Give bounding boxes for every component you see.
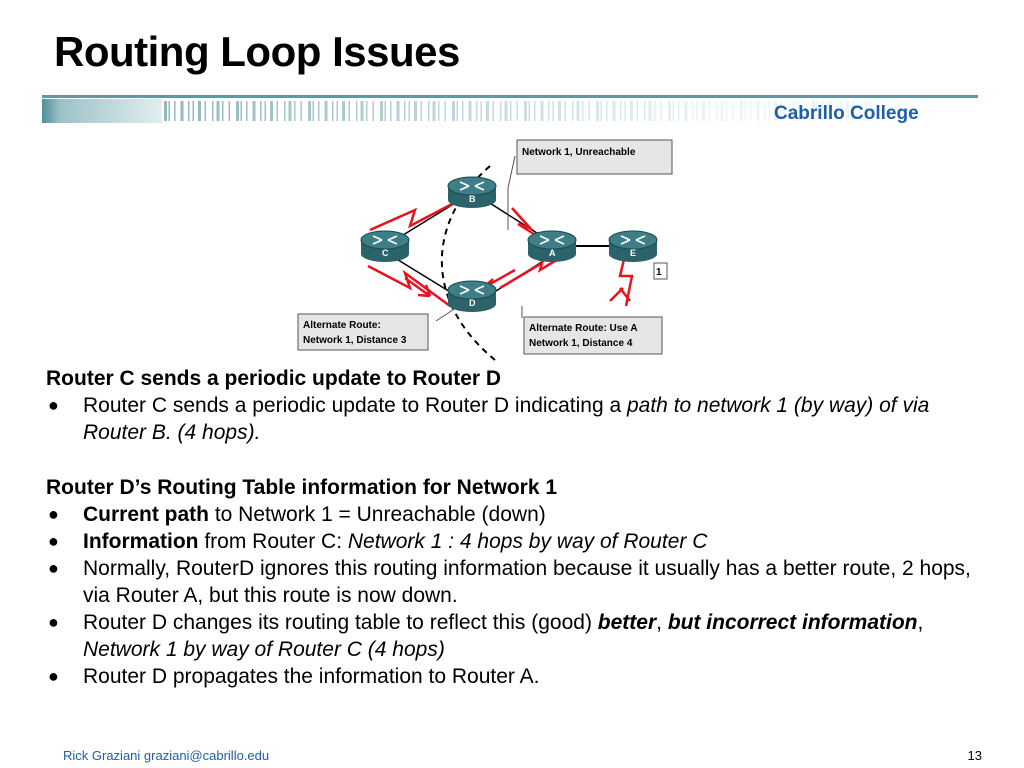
router-label: B <box>469 194 476 204</box>
router-a-icon: A <box>527 230 577 262</box>
bullet-icon: ● <box>48 395 59 415</box>
bullet-icon: ● <box>48 612 59 632</box>
router-b-icon: B <box>447 176 497 208</box>
header-banner <box>42 95 978 123</box>
list-item: ● Router D changes its routing table to … <box>48 611 924 661</box>
footer-author: Rick Graziani graziani@cabrillo.edu <box>63 748 270 763</box>
callout-unreachable-text: Network 1, Unreachable <box>522 147 636 158</box>
college-logo-text: Cabrillo College <box>774 103 919 124</box>
routing-loop-diagram: Network 1, Unreachable Alternate Route: … <box>297 139 673 361</box>
list-item: ● Information from Router C: Network 1 :… <box>48 530 708 553</box>
callout-alternate-right <box>523 316 663 355</box>
section2-heading: Router D’s Routing Table information for… <box>46 476 558 499</box>
page-number: 13 <box>967 748 982 763</box>
svg-text:Network 1, Distance 3: Network 1, Distance 3 <box>303 335 407 346</box>
list-item: ● Router C sends a periodic update to Ro… <box>48 394 930 444</box>
callout-alternate-left <box>297 313 429 351</box>
split-boundary-line <box>440 165 496 361</box>
list-item: ● Normally, RouterD ignores this routing… <box>48 557 971 607</box>
router-label: D <box>469 298 476 308</box>
bullet-icon: ● <box>48 558 59 578</box>
list-item: ● Router D propagates the information to… <box>48 665 540 688</box>
router-label: A <box>549 248 556 258</box>
bullet-icon: ● <box>48 666 59 686</box>
network-1-tag <box>653 262 668 280</box>
bullet-icon: ● <box>48 531 59 551</box>
svg-text:Alternate Route: Use A: Alternate Route: Use A <box>529 323 638 334</box>
svg-text:Network 1, Distance 4: Network 1, Distance 4 <box>529 338 633 349</box>
page-title: Routing Loop Issues <box>54 28 460 75</box>
svg-text:1: 1 <box>656 267 662 278</box>
bullet-icon: ● <box>48 504 59 524</box>
svg-text:Alternate Route:: Alternate Route: <box>303 320 381 331</box>
router-c-icon: C <box>360 230 410 262</box>
slide-content: Router C sends a periodic update to Rout… <box>46 365 986 690</box>
router-e-icon: E <box>608 230 658 262</box>
router-label: C <box>382 248 389 258</box>
router-d-icon: D <box>447 280 497 312</box>
section1-heading: Router C sends a periodic update to Rout… <box>46 367 502 390</box>
list-item: ● Current path to Network 1 = Unreachabl… <box>48 503 546 526</box>
callout-unreachable <box>516 139 673 175</box>
router-label: E <box>630 248 636 258</box>
